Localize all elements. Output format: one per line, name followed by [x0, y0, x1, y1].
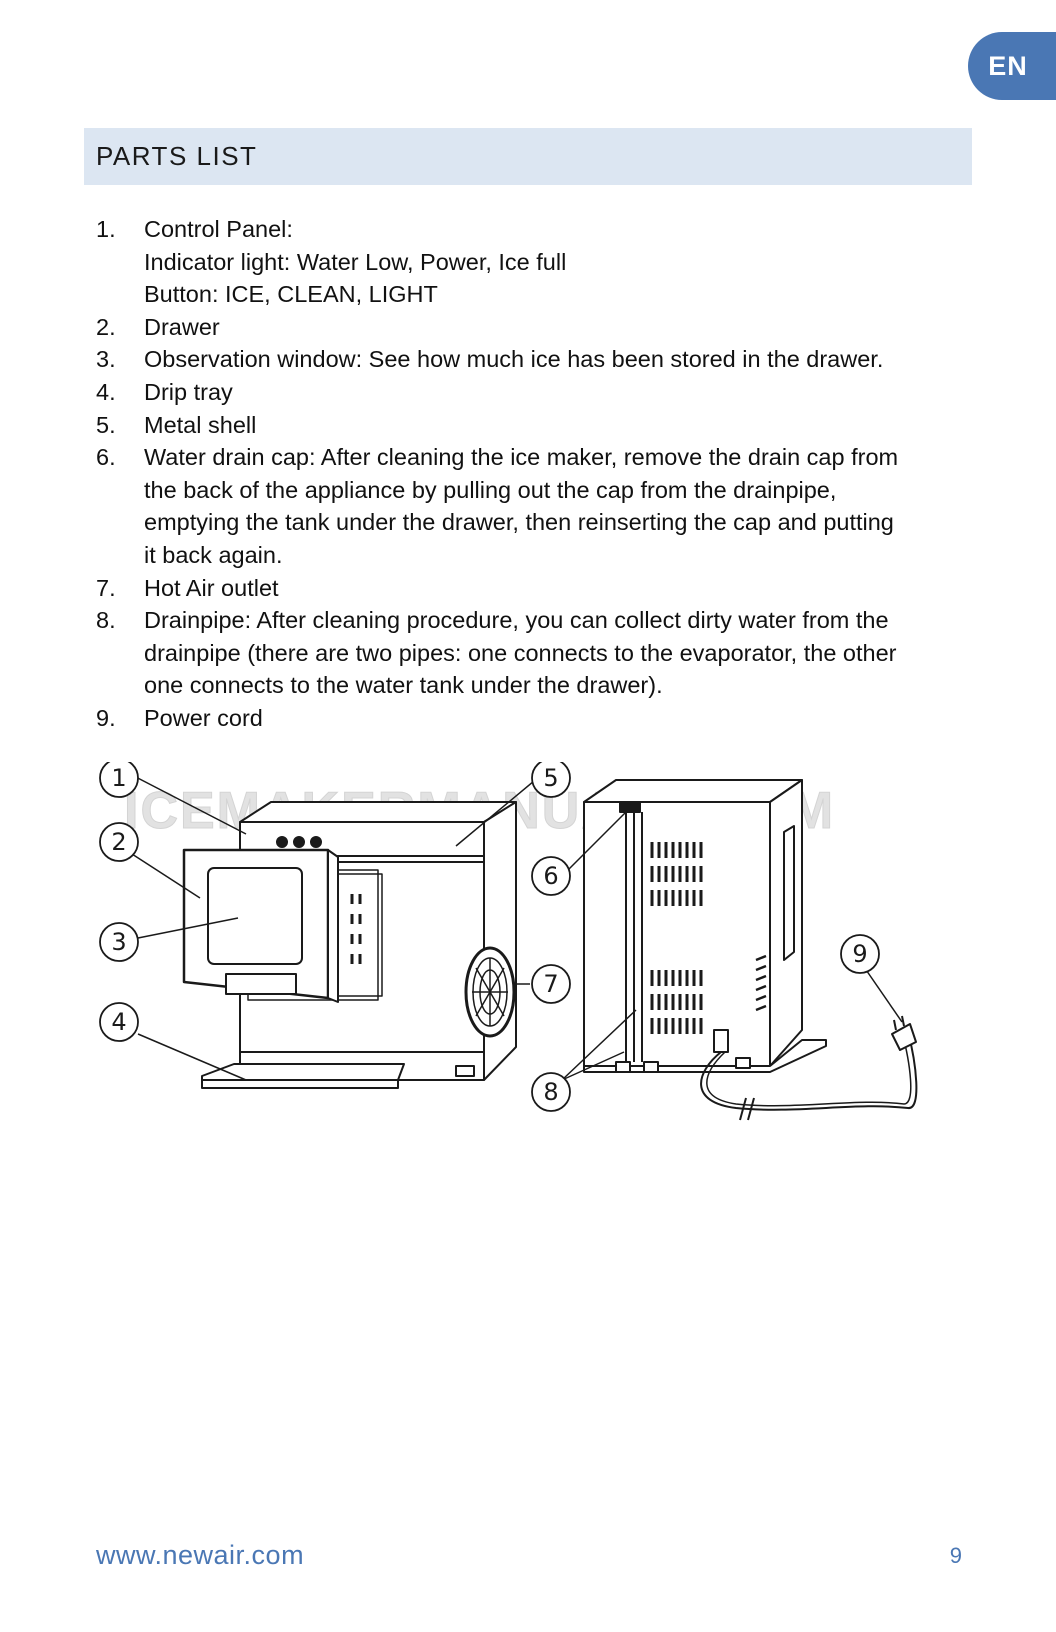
callout-4: 4: [111, 1008, 126, 1036]
parts-diagram: ICEMAKERMANUALS.COM: [99, 762, 918, 1121]
item-text: Observation window: See how much ice has…: [144, 343, 976, 376]
item-text: Water drain cap: After cleaning the ice …: [144, 441, 976, 571]
item-line: Metal shell: [144, 411, 257, 438]
item-number: 6.: [96, 444, 116, 471]
section-title: PARTS LIST: [96, 141, 258, 171]
page-number: 9: [949, 1543, 962, 1568]
list-item: 4. Drip tray: [96, 376, 976, 409]
power-cord: [700, 1015, 918, 1121]
list-item: 6. Water drain cap: After cleaning the i…: [96, 441, 976, 571]
ice-maker-back-view: [583, 779, 827, 1073]
footer-url[interactable]: www.newair.com: [96, 1540, 305, 1570]
ice-maker-front-view: [182, 801, 517, 1089]
callout-circles: [99, 762, 880, 1112]
callout-7: 7: [543, 970, 558, 998]
item-line: Indicator light: Water Low, Power, Ice f…: [144, 248, 567, 275]
item-line: Control Panel:: [144, 216, 293, 242]
callout-1: 1: [111, 764, 126, 792]
callout-3: 3: [111, 928, 126, 956]
callout-2: 2: [111, 828, 126, 856]
item-line: it back again.: [144, 541, 283, 568]
list-item: 3. Observation window: See how much ice …: [96, 343, 976, 376]
parts-list: 1. Control Panel: Indicator light: Water…: [96, 213, 976, 735]
list-item: 8. Drainpipe: After cleaning procedure, …: [96, 604, 976, 702]
cavity-slots: [350, 894, 362, 964]
side-vents: [755, 954, 767, 1012]
item-line: Observation window: See how much ice has…: [144, 346, 884, 373]
item-number: 3.: [96, 346, 116, 373]
language-tab: EN: [968, 32, 1056, 100]
item-line: Button: ICE, CLEAN, LIGHT: [144, 281, 438, 308]
callout-9: 9: [852, 940, 867, 968]
item-text: Drainpipe: After cleaning procedure, you…: [144, 604, 976, 702]
upper-vents: [650, 842, 703, 906]
item-number: 4.: [96, 378, 116, 405]
item-line: emptying the tank under the drawer, then…: [144, 509, 894, 536]
item-text: Control Panel: Indicator light: Water Lo…: [144, 213, 976, 311]
item-line: Drainpipe: After cleaning procedure, you…: [144, 607, 889, 634]
item-line: Drawer: [144, 313, 220, 340]
drawer: [182, 848, 339, 1003]
item-line: Hot Air outlet: [144, 574, 279, 601]
item-line: Water drain cap: After cleaning the ice …: [144, 444, 899, 471]
list-item: 9. Power cord: [96, 702, 976, 735]
observation-window: [207, 867, 303, 965]
list-item: 7. Hot Air outlet: [96, 572, 976, 605]
item-text: Hot Air outlet: [144, 572, 976, 605]
list-item: 1. Control Panel: Indicator light: Water…: [96, 213, 976, 311]
item-line: drainpipe (there are two pipes: one conn…: [144, 639, 897, 666]
item-line: one connects to the water tank under the…: [144, 672, 663, 699]
item-number: 1.: [96, 216, 116, 242]
item-text: Drip tray: [144, 376, 976, 409]
fan-icon: [464, 946, 516, 1038]
item-number: 5.: [96, 411, 116, 438]
item-text: Drawer: [144, 311, 976, 344]
drain-cap: [619, 801, 641, 813]
item-number: 9.: [96, 704, 116, 731]
item-text: Metal shell: [144, 409, 976, 442]
item-line: the back of the appliance by pulling out…: [144, 476, 837, 503]
section-header: PARTS LIST: [84, 128, 972, 185]
item-number: 8.: [96, 607, 116, 634]
lower-vents: [650, 970, 703, 1034]
item-number: 7.: [96, 574, 116, 601]
callout-6: 6: [543, 862, 558, 890]
drip-tray: [201, 1063, 405, 1089]
list-item: 5. Metal shell: [96, 409, 976, 442]
control-buttons: [276, 836, 322, 848]
item-number: 2.: [96, 313, 116, 340]
power-socket: [713, 1029, 729, 1053]
callout-8: 8: [543, 1078, 558, 1106]
list-item: 2. Drawer: [96, 311, 976, 344]
item-text: Power cord: [144, 702, 976, 735]
item-line: Power cord: [144, 704, 263, 731]
item-line: Drip tray: [144, 378, 233, 405]
leader-lines: [129, 773, 903, 1081]
callout-5: 5: [543, 764, 558, 792]
